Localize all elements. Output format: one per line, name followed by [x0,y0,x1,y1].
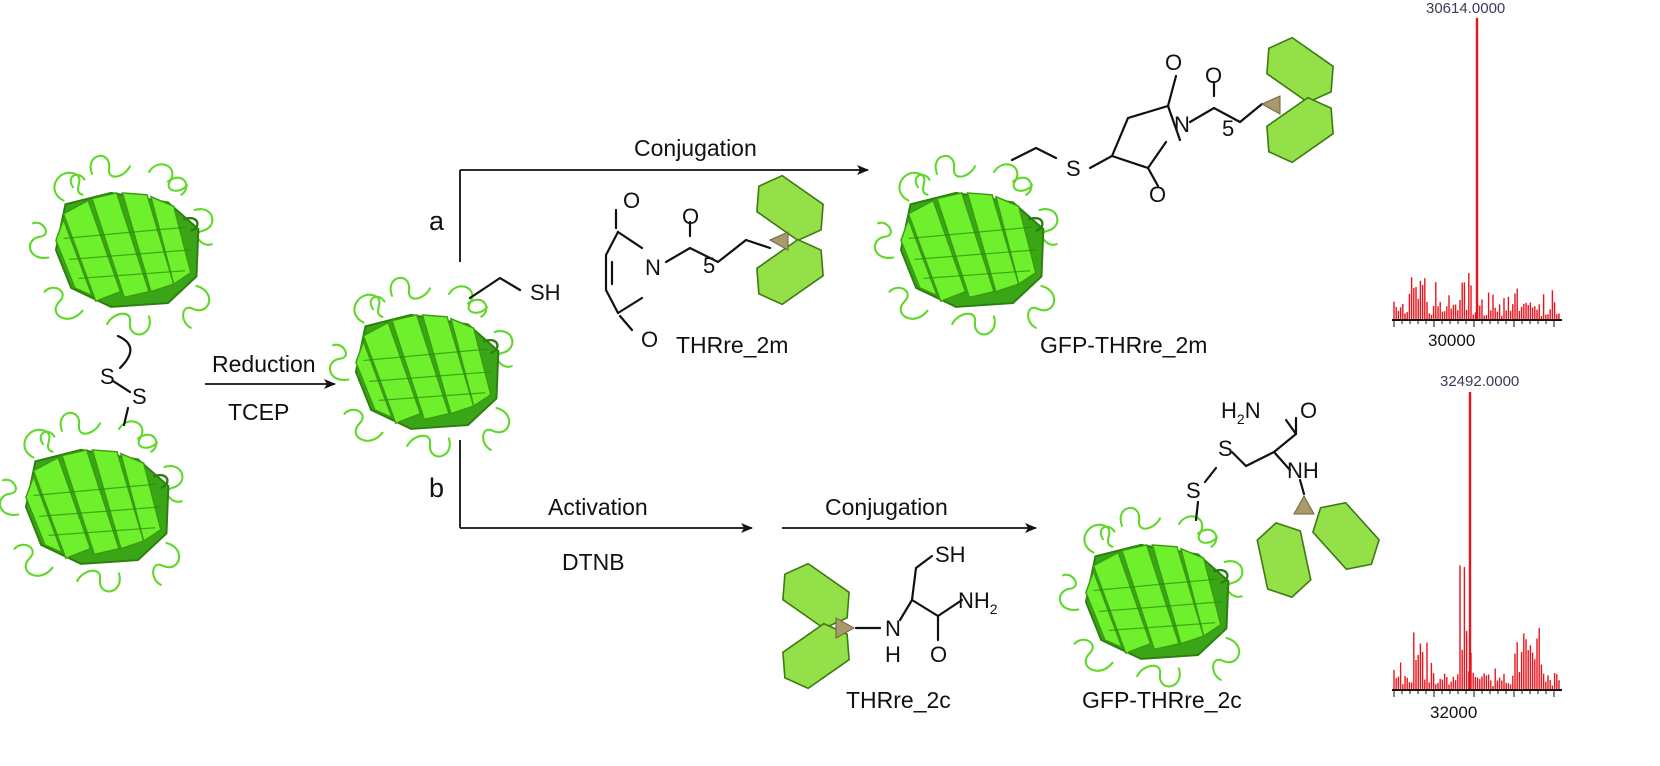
axis-tick-label: 32000 [1430,703,1477,722]
reduction-label: Reduction [212,351,316,377]
nitrogen-atom: N [885,616,901,641]
dtnb-label: DTNB [562,549,625,575]
thrre-2m-label: THRre_2m [676,332,788,358]
oxygen-atom: O [682,204,699,229]
mass-spectrum-2c: 32492.0000 32000 [1392,373,1562,722]
path-b-label: b [429,473,444,503]
nitrogen-atom: N [645,255,661,280]
aromatic-ring-shape [1253,517,1315,603]
amide-group: NH2 [958,588,998,617]
conjugation-b-label: Conjugation [825,494,948,520]
thiol-label: SH [530,280,561,305]
thiol-label: SH [935,542,966,567]
gfp-protein-2c [1058,506,1244,688]
oxygen-atom: O [1300,398,1317,423]
thrre-2c-label: THRre_2c [846,687,951,713]
chain-length-label: 5 [703,253,715,278]
thrre-2c-structure: N H SH O NH2 [771,542,998,697]
oxygen-atom: O [1165,50,1182,75]
sulfur-atom-2: S [132,384,147,409]
gfp-protein-2m [873,154,1059,336]
amine-group: H2N [1221,398,1261,427]
oxygen-atom: O [641,327,658,352]
gfp-protein-reduced [328,276,514,458]
axis-tick-label: 30000 [1428,331,1475,350]
sulfur-atom-1: S [100,364,115,389]
activation-label: Activation [548,494,648,520]
gfp-protein-bottom [0,411,184,593]
gfp-thrre-2c-structure: S S H2N O NH [1186,398,1389,603]
nitrogen-atom: N [1174,112,1190,137]
peak-label: 32492.0000 [1440,373,1519,390]
sulfur-atom: S [1066,156,1081,181]
chain-length-label: 5 [1222,116,1234,141]
gfp-thrre-2m-structure: S O O N O 5 [1010,29,1345,207]
sulfur-atom: S [1186,478,1201,503]
peak-label: 30614.0000 [1426,0,1505,17]
amine-nh-label: NH [1287,458,1319,483]
mass-spectrum-2m: 30614.0000 30000 [1392,0,1562,350]
thrre-2m-structure: O O N O 5 [604,167,835,352]
aromatic-ring-shape [1255,29,1345,111]
oxygen-atom: O [930,642,947,667]
gfp-protein-top [28,154,214,336]
conjugation-a-label: Conjugation [634,135,757,161]
path-a-label: a [429,206,445,236]
aromatic-ring-shape [745,167,835,249]
aromatic-ring-shape [1303,492,1389,580]
hydrogen-atom: H [885,642,901,667]
oxygen-atom: O [623,188,640,213]
tcep-label: TCEP [228,399,289,425]
sulfur-atom: S [1218,436,1233,461]
gfp-thrre-2c-label: GFP-THRre_2c [1082,687,1242,713]
oxygen-atom: O [1149,182,1166,207]
oxygen-atom: O [1205,63,1222,88]
gfp-thrre-2m-label: GFP-THRre_2m [1040,332,1207,358]
